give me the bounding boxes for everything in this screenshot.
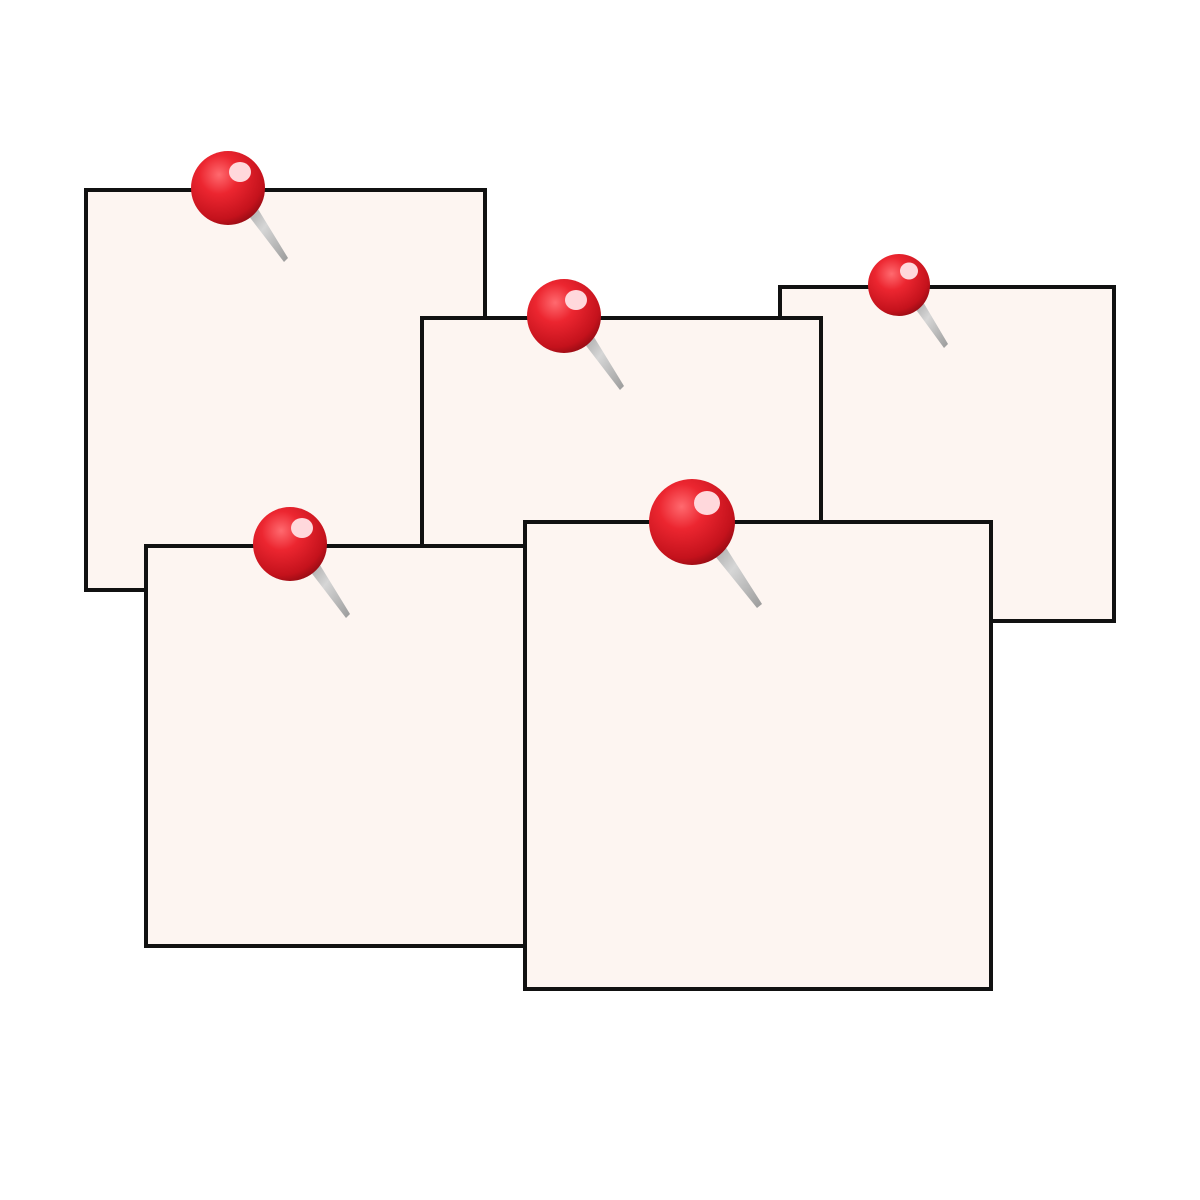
pushpin-icon bbox=[253, 507, 350, 618]
sticky-note-5[interactable] bbox=[523, 520, 993, 991]
pushpin-icon bbox=[191, 151, 288, 262]
pushpin-icon bbox=[527, 279, 624, 390]
pushpin-icon bbox=[649, 479, 762, 608]
pushpin-icon bbox=[868, 254, 948, 348]
